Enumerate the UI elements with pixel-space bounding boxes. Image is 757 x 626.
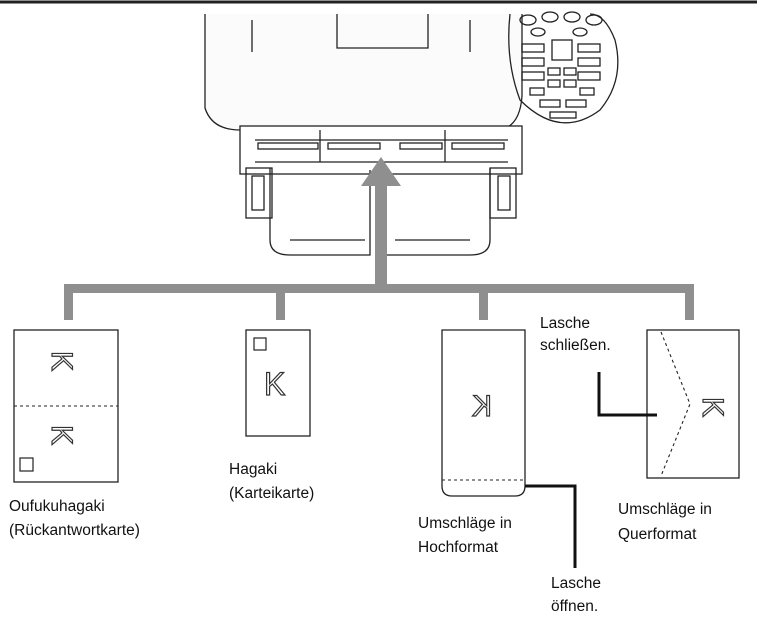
oufuku-top-k-mark: K bbox=[44, 350, 79, 372]
arrow-head bbox=[361, 157, 401, 186]
tray-extension bbox=[269, 168, 371, 256]
hagaki-label-line2: (Karteikarte) bbox=[229, 485, 315, 502]
printer-illustration bbox=[204, 14, 523, 256]
landscape-envelope-k-mark: K bbox=[695, 396, 730, 418]
close-flap-callout-line1: Lasche bbox=[540, 315, 590, 332]
connector-tree bbox=[64, 157, 694, 320]
arrow-shaft bbox=[375, 182, 387, 290]
landscape-envelope-label-line2: Querformat bbox=[618, 526, 697, 543]
panel-display bbox=[551, 39, 573, 61]
portrait-envelope-k-mark: K bbox=[471, 389, 493, 423]
portrait-envelope-label-line1: Umschläge in bbox=[418, 515, 512, 532]
connector-horizontal bbox=[64, 284, 694, 293]
oufukuhagaki-label-line2: (Rückantwortkarte) bbox=[9, 522, 140, 539]
connector-drop-3 bbox=[479, 284, 488, 320]
portrait-envelope bbox=[441, 329, 577, 568]
landscape-envelope-label-line1: Umschläge in bbox=[618, 501, 712, 518]
connector-drop-1 bbox=[64, 284, 73, 320]
oufukuhagaki-label-line1: Oufukuhagaki bbox=[9, 498, 105, 515]
open-flap-leader bbox=[525, 484, 577, 568]
open-flap-callout-line2: öffnen. bbox=[551, 598, 599, 615]
stamp-box bbox=[253, 337, 267, 351]
connector-drop-4 bbox=[685, 284, 694, 320]
oufukuhagaki-card bbox=[13, 329, 119, 483]
printer-screen-slot bbox=[336, 14, 429, 49]
open-flap-callout-line1: Lasche bbox=[551, 575, 601, 592]
hagaki-card bbox=[245, 329, 311, 437]
hagaki-label-line1: Hagaki bbox=[229, 461, 278, 478]
stamp-box bbox=[19, 457, 34, 472]
hagaki-k-mark: K bbox=[263, 366, 286, 402]
portrait-envelope-label-line2: Hochformat bbox=[418, 539, 499, 556]
control-panel bbox=[508, 11, 619, 124]
connector-drop-2 bbox=[276, 284, 285, 320]
close-flap-callout-line2: schließen. bbox=[540, 337, 611, 354]
close-flap-leader bbox=[597, 372, 657, 417]
left-paper-guide bbox=[245, 167, 273, 219]
oufuku-bottom-k-mark: K bbox=[44, 424, 79, 446]
landscape-envelope bbox=[597, 329, 740, 479]
flap-fold-line bbox=[660, 331, 691, 477]
